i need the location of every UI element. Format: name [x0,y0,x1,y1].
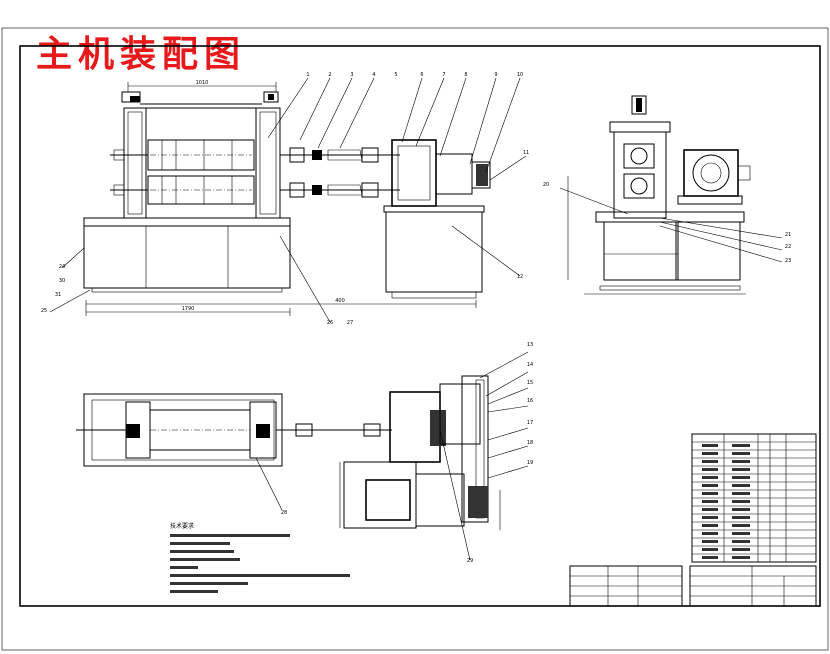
balloon-14: 14 [527,362,533,368]
balloon-10: 10 [517,72,523,78]
title-block-left [569,565,683,607]
sheet-inner-frame [19,45,821,607]
bom-cell-marks [732,460,750,463]
plan-view [76,351,529,561]
title-block-right [689,565,817,607]
bom-cell-marks [732,444,750,447]
balloon-26: 26 [327,320,333,326]
balloon-13: 13 [527,342,533,348]
balloon-3: 3 [350,72,353,78]
bom-cell-marks [702,508,718,511]
bom-cell-marks [702,556,718,559]
bom-cell-marks [702,540,718,543]
balloon-25: 25 [41,308,47,314]
balloon-21: 21 [785,232,791,238]
bom-cell-marks [702,548,718,551]
bom-cell-marks [702,460,718,463]
balloon-8: 8 [464,72,467,78]
balloon-12: 12 [517,274,523,280]
balloon-11: 11 [523,150,529,156]
bom-cell-marks [702,532,718,535]
sheet-outer-border [1,27,829,651]
tech-notes-heading: 技术要求 [170,522,194,530]
bom-cell-marks [732,452,750,455]
balloon-1: 1 [306,72,309,78]
bom-cell-marks [732,508,750,511]
bom-cell-marks [732,556,750,559]
balloon-27: 27 [347,320,353,326]
dim-top-width: 1010 [196,80,209,86]
balloon-30: 30 [59,278,65,284]
bom-cell-marks [702,468,718,471]
balloon-24: 24 [59,264,65,270]
balloon-17: 17 [527,420,533,426]
bom-cell-marks [732,484,750,487]
bom-cell-marks [732,540,750,543]
bom-cell-marks [732,476,750,479]
dim-overall-length: 1790 [182,306,195,312]
side-view [559,95,783,295]
bom-cell-marks [702,452,718,455]
bom-cell-marks [732,492,750,495]
bom-cell-marks [702,500,718,503]
balloon-9: 9 [494,72,497,78]
bom-cell-marks [732,468,750,471]
balloon-5: 5 [394,72,397,78]
bom-cell-marks [702,476,718,479]
balloon-20: 20 [543,182,549,188]
balloon-6: 6 [420,72,423,78]
bom-cell-marks [702,524,718,527]
dim-span: 400 [335,298,345,304]
bom-cell-marks [732,516,750,519]
balloon-22: 22 [785,244,791,250]
balloon-2: 2 [328,72,331,78]
balloon-31: 31 [55,292,61,298]
bom-table [691,433,817,563]
drawing-title: 主机装配图 [36,33,247,75]
balloon-15: 15 [527,380,533,386]
balloon-16: 16 [527,398,533,404]
balloon-18: 18 [527,440,533,446]
balloon-19: 19 [527,460,533,466]
bom-cell-marks [702,484,718,487]
bom-cell-marks [702,492,718,495]
bom-cell-marks [702,516,718,519]
bom-cell-marks [702,444,718,447]
front-view: 1010 [49,77,527,323]
balloon-4: 4 [372,72,375,78]
bom-cell-marks [732,532,750,535]
balloon-29: 29 [467,558,473,564]
balloon-7: 7 [442,72,445,78]
bom-cell-marks [732,524,750,527]
bom-cell-marks [732,500,750,503]
balloon-28: 28 [281,510,287,516]
tech-notes: 技术要求 [170,522,350,593]
bom-cell-marks [732,548,750,551]
balloon-23: 23 [785,258,791,264]
